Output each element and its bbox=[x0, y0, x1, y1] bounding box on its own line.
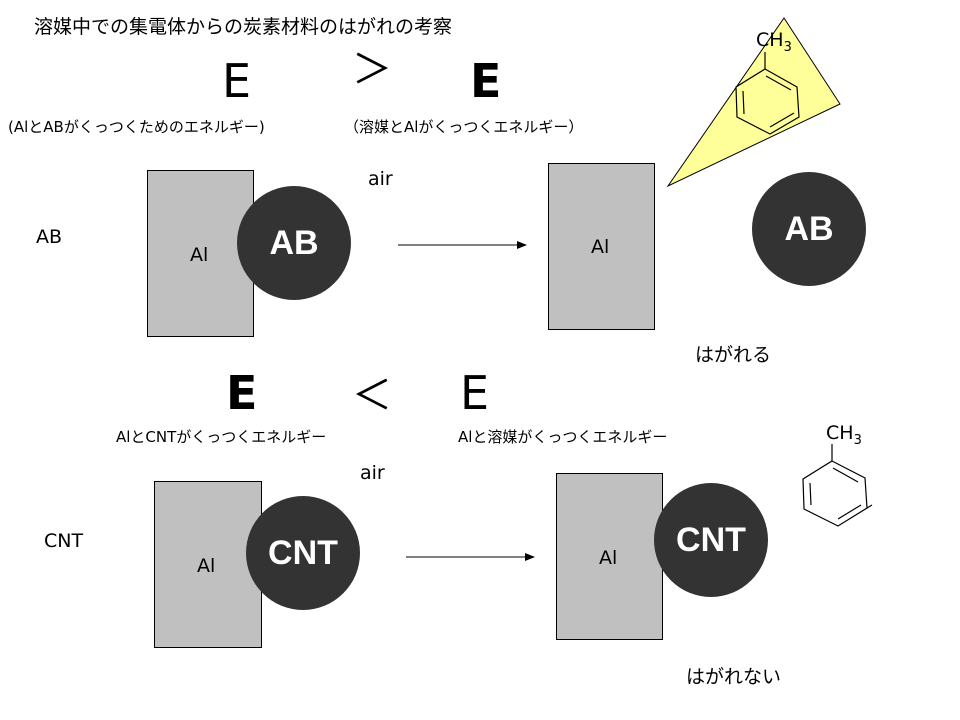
note-solvent-al-energy: （溶媒とAlがくっつくエネルギー） bbox=[344, 118, 584, 136]
ch3-label-top: CH3 bbox=[756, 29, 792, 55]
relation-less: ＜ bbox=[352, 373, 392, 419]
ab-particle-detached: AB bbox=[752, 172, 866, 286]
row-label-cnt: CNT bbox=[44, 530, 84, 552]
al-label: Al bbox=[190, 244, 209, 266]
air-label-cnt: air bbox=[360, 462, 385, 484]
relation-greater: ＞ bbox=[352, 47, 392, 93]
energy-ab-al: E bbox=[222, 54, 252, 108]
ab-particle-attached: AB bbox=[237, 186, 351, 300]
cnt-particle-still-attached: CNT bbox=[654, 483, 768, 597]
air-label-ab: air bbox=[368, 168, 393, 190]
result-peels-off: はがれる bbox=[695, 344, 772, 366]
energy-al-cnt: E bbox=[226, 366, 258, 420]
al-plate-cnt-before: Al bbox=[154, 481, 262, 648]
al-label: Al bbox=[197, 555, 216, 577]
al-plate-ab-before: Al bbox=[147, 170, 254, 337]
cnt-particle-attached: CNT bbox=[246, 496, 360, 610]
page-title: 溶媒中での集電体からの炭素材料のはがれの考察 bbox=[34, 16, 453, 38]
note-ab-al-energy: (AlとABがくっつくためのエネルギー) bbox=[8, 118, 265, 136]
ch3-label-bottom: CH3 bbox=[826, 422, 862, 448]
toluene-icon-top bbox=[735, 52, 800, 135]
al-plate-ab-after: Al bbox=[548, 163, 655, 330]
al-label: Al bbox=[591, 236, 610, 258]
al-label: Al bbox=[599, 547, 618, 569]
energy-solvent-al: E bbox=[470, 54, 502, 108]
al-plate-cnt-after: Al bbox=[556, 473, 663, 640]
note-al-solvent-energy: Alと溶媒がくっつくエネルギー bbox=[458, 428, 668, 446]
result-does-not-peel: はがれない bbox=[686, 666, 782, 688]
energy-al-solvent: E bbox=[460, 366, 490, 420]
solvent-triangle bbox=[666, 17, 841, 188]
row-label-ab: AB bbox=[36, 226, 63, 248]
note-al-cnt-energy: AlとCNTがくっつくエネルギー bbox=[116, 428, 327, 446]
toluene-icon-bottom bbox=[802, 444, 873, 527]
